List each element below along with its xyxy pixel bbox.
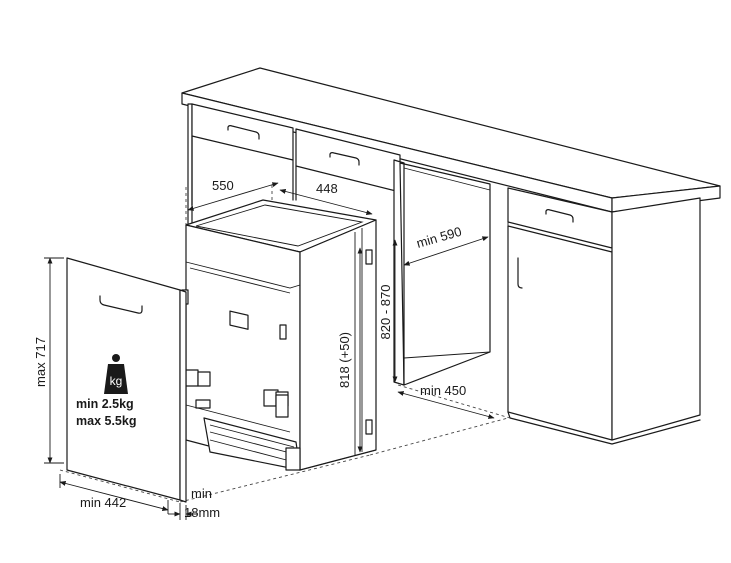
- hinge-left-upper: [185, 369, 199, 387]
- weight-icon: kg: [104, 354, 128, 394]
- kitchen-cabinet: [181, 67, 721, 445]
- drawer-right-handle: [545, 209, 574, 223]
- dim-panel-height-label: max 717: [33, 337, 48, 387]
- dim-depth-label: 550: [212, 178, 234, 193]
- dim-niche-height-label: 820 - 870: [378, 285, 393, 340]
- decor-panel: kg min 2.5kg max 5.5kg: [66, 257, 187, 503]
- dim-appliance-height-label: 818 (+50): [337, 332, 352, 388]
- dim-panel-width-label: min 442: [80, 495, 126, 510]
- panel-handle: [99, 295, 143, 314]
- weight-max-label: max 5.5kg: [76, 414, 136, 428]
- weight-icon-label: kg: [110, 374, 123, 388]
- dim-thickness-top-label: min: [191, 486, 212, 501]
- dimension-lines: [44, 182, 495, 520]
- drawer-left-handle: [227, 125, 260, 140]
- weight-min-label: min 2.5kg: [76, 397, 134, 411]
- drawer-middle-handle: [329, 152, 360, 166]
- dim-thickness-bottom-label: 18mm: [184, 505, 220, 520]
- cabinet-right-door: [507, 225, 613, 441]
- dim-width-label: 448: [316, 181, 338, 196]
- dishwasher: [181, 199, 377, 471]
- dim-min-width-label: min 450: [420, 383, 466, 398]
